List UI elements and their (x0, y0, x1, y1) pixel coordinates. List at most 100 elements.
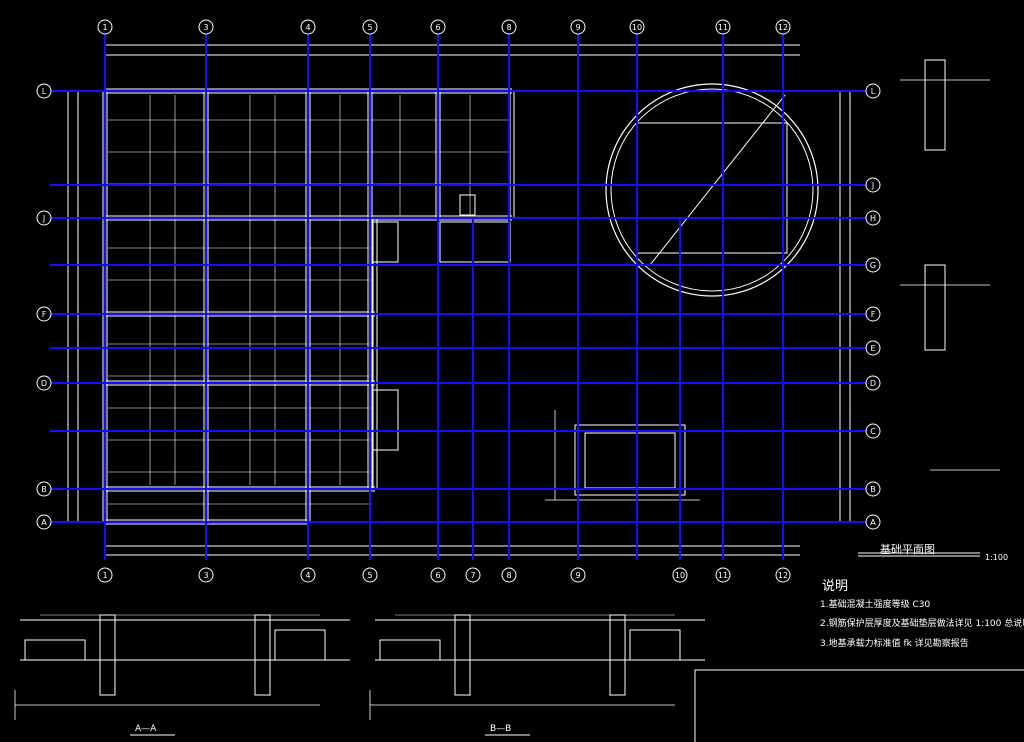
left-axis-L-bubble (36, 83, 52, 99)
note-2: 2.钢筋保护层厚度及基础垫层做法详见 1:100 总说明 (820, 619, 1024, 629)
notes-heading: 说明 (822, 579, 849, 594)
right-axis-J-bubble (865, 177, 881, 193)
bottom-axis-1-label: 1 (102, 571, 107, 580)
section-a-footing (24, 639, 86, 661)
top-axis-1-label: 1 (102, 23, 107, 32)
right-axis-F-label: F (871, 310, 876, 319)
top-axis-11-label: 11 (718, 23, 728, 32)
bottom-axis-5-bubble (362, 567, 378, 583)
section-b-footing (629, 629, 681, 661)
bottom-axis-11-label: 11 (718, 571, 728, 580)
right-axis-E-label: E (870, 344, 875, 353)
left-axis-J-label: J (42, 214, 45, 223)
left-axis-F-bubble (36, 306, 52, 322)
bottom-axis-4-label: 4 (305, 571, 310, 580)
detail-1 (924, 59, 946, 151)
bottom-axis-6-label: 6 (435, 571, 440, 580)
section-b-label: B—B (490, 724, 512, 734)
left-axis-A-bubble (36, 514, 52, 530)
top-axis-4-bubble (300, 19, 316, 35)
top-axis-5-bubble (362, 19, 378, 35)
tank-circle-inner (610, 88, 814, 292)
right-axis-J-label: J (871, 181, 874, 190)
section-a-label: A—A (135, 724, 157, 734)
right-axis-L-label: L (871, 87, 876, 96)
bottom-axis-8-label: 8 (506, 571, 511, 580)
top-axis-8-bubble (501, 19, 517, 35)
bottom-axis-4-bubble (300, 567, 316, 583)
right-axis-B-label: B (870, 485, 876, 494)
left-axis-B-label: B (41, 485, 47, 494)
right-axis-G-bubble (865, 257, 881, 273)
left-axis-F-label: F (42, 310, 47, 319)
right-axis-D-label: D (870, 379, 876, 388)
top-axis-3-label: 3 (203, 23, 208, 32)
right-axis-C-label: C (870, 427, 876, 436)
left-axis-D-label: D (41, 379, 47, 388)
right-axis-F-bubble (865, 306, 881, 322)
section-a-footing (274, 629, 326, 661)
note-3: 3.地基承载力标准值 fk 详见勘察报告 (820, 639, 969, 649)
top-axis-5-label: 5 (367, 23, 372, 32)
top-axis-10-bubble (629, 19, 645, 35)
bottom-axis-10-bubble (672, 567, 688, 583)
pit-inner (584, 432, 676, 489)
opening (372, 221, 399, 263)
bottom-axis-7-bubble (465, 567, 481, 583)
top-axis-3-bubble (198, 19, 214, 35)
right-axis-A-bubble (865, 514, 881, 530)
section-b-footing (379, 639, 441, 661)
right-axis-A-label: A (870, 518, 876, 527)
bottom-axis-5-label: 5 (367, 571, 372, 580)
right-axis-G-label: G (870, 261, 876, 270)
plan-title: 基础平面图 (880, 543, 935, 556)
section-b-column (454, 614, 471, 696)
bottom-axis-12-label: 12 (778, 571, 788, 580)
bottom-axis-11-bubble (715, 567, 731, 583)
bottom-axis-12-bubble (775, 567, 791, 583)
tank-circle-outer (605, 83, 819, 297)
right-axis-L-bubble (865, 83, 881, 99)
bottom-axis-1-bubble (97, 567, 113, 583)
top-axis-9-label: 9 (575, 23, 580, 32)
left-axis-J-bubble (36, 210, 52, 226)
top-axis-6-bubble (430, 19, 446, 35)
opening (372, 389, 399, 451)
top-axis-12-bubble (775, 19, 791, 35)
top-axis-12-label: 12 (778, 23, 788, 32)
right-axis-E-bubble (865, 340, 881, 356)
left-axis-A-label: A (41, 518, 47, 527)
top-axis-6-label: 6 (435, 23, 440, 32)
top-axis-10-label: 10 (632, 23, 642, 32)
top-axis-4-label: 4 (305, 23, 310, 32)
right-axis-D-bubble (865, 375, 881, 391)
title-block (694, 669, 1024, 742)
bottom-axis-8-bubble (501, 567, 517, 583)
top-axis-1-bubble (97, 19, 113, 35)
bottom-axis-7-label: 7 (470, 571, 475, 580)
bottom-axis-3-bubble (198, 567, 214, 583)
right-axis-C-bubble (865, 423, 881, 439)
left-axis-D-bubble (36, 375, 52, 391)
section-a-column (254, 614, 271, 696)
plan-scale: 1:100 (985, 553, 1009, 562)
right-axis-H-bubble (865, 210, 881, 226)
left-axis-B-bubble (36, 481, 52, 497)
opening (459, 194, 476, 216)
note-1: 1.基础混凝土强度等级 C30 (820, 600, 931, 610)
section-b-column (609, 614, 626, 696)
detail-2 (924, 264, 946, 351)
bottom-axis-10-label: 10 (675, 571, 685, 580)
bottom-axis-6-bubble (430, 567, 446, 583)
pit-outer (574, 424, 686, 496)
opening (439, 221, 511, 263)
tank-base (636, 122, 788, 254)
bottom-axis-3-label: 3 (203, 571, 208, 580)
right-axis-B-bubble (865, 481, 881, 497)
bottom-axis-9-bubble (570, 567, 586, 583)
top-axis-9-bubble (570, 19, 586, 35)
bottom-axis-9-label: 9 (575, 571, 580, 580)
left-axis-L-label: L (42, 87, 47, 96)
